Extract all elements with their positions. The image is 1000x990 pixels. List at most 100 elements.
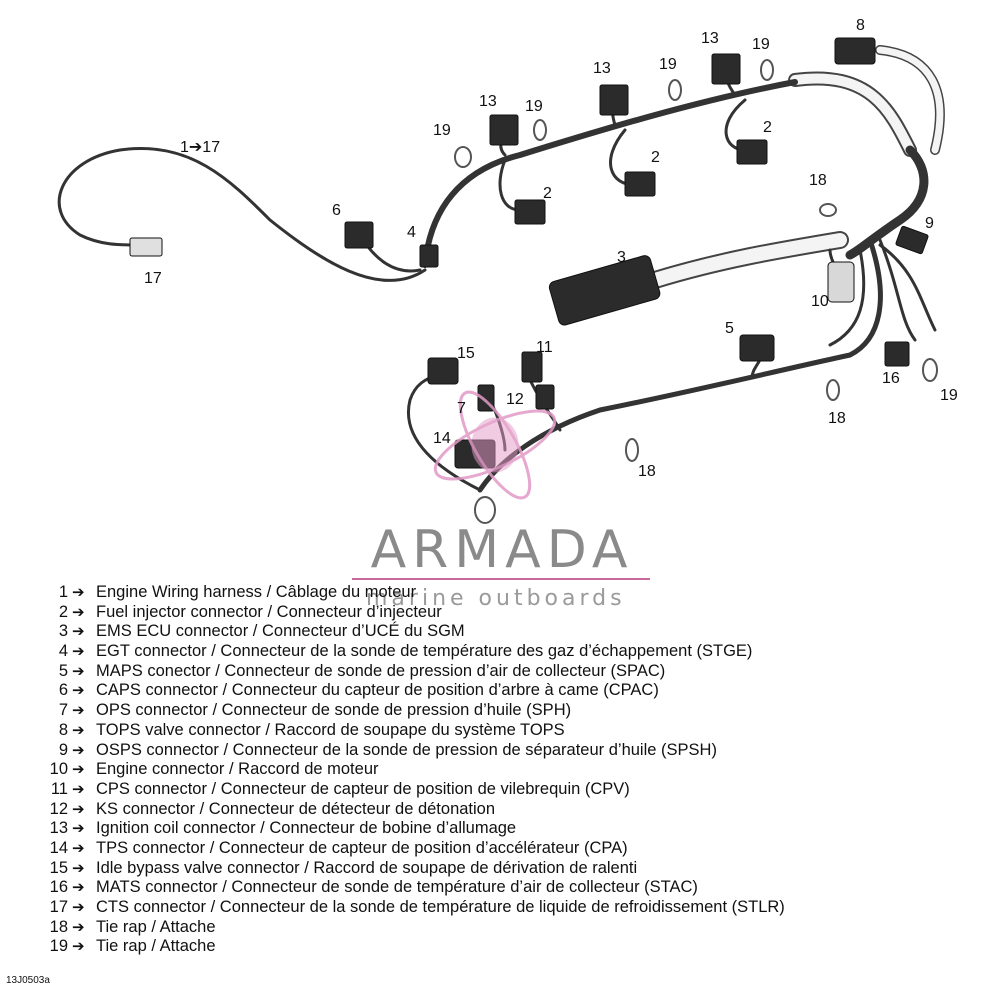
maps-connector (739, 334, 775, 362)
legend-number: 11 (50, 779, 68, 798)
callout-11: 11 (536, 339, 553, 356)
injector-connector-2 (624, 171, 656, 197)
legend-item: 19➔Tie rap / Attache (0, 937, 1000, 957)
legend-description: CAPS connector / Connecteur du capteur d… (96, 681, 659, 700)
tie-rap (533, 119, 547, 141)
tie-rap (922, 358, 938, 382)
ecu-connector (548, 255, 661, 326)
arrow-icon: ➔ (72, 603, 85, 621)
legend-item: 12➔KS connector / Connecteur de détecteu… (0, 800, 1000, 820)
coil-connector-1 (489, 114, 519, 146)
callout-19: 19 (752, 36, 770, 53)
legend-item: 3➔EMS ECU connector / Connecteur d’UCÉ d… (0, 622, 1000, 642)
legend-item: 1➔ Engine Wiring harness / Câblage du mot… (0, 583, 1000, 603)
tie-rap (760, 59, 774, 81)
callout-1-17: 1➔17 (180, 139, 220, 156)
mats-connector (884, 341, 910, 367)
legend-item: 18➔Tie rap / Attache (0, 918, 1000, 938)
arrow-icon: ➔ (72, 899, 85, 916)
legend-description: CTS connector / Connecteur de la sonde d… (96, 898, 785, 916)
legend-description: KS connector / Connecteur de détecteur d… (96, 799, 496, 818)
callout-3: 3 (617, 249, 626, 266)
tie-rap (668, 79, 682, 101)
callout-6: 6 (332, 202, 341, 219)
callout-2: 2 (543, 185, 552, 202)
tie-rap (826, 379, 840, 401)
connectors (129, 37, 929, 469)
arrow-icon: ➔ (72, 839, 85, 857)
legend-number: 7 (58, 701, 68, 720)
watermark-brand: ARMADA (370, 520, 634, 580)
legend-item: 6➔CAPS connector / Connecteur du capteur… (0, 681, 1000, 701)
idle-bypass-connector (427, 357, 459, 385)
legend-item: 13➔Ignition coil connector / Connecteur … (0, 819, 1000, 839)
legend-item: 8➔TOPS valve connector / Raccord de soup… (0, 721, 1000, 741)
legend-item: 7➔ OPS connector / Connecteur de sonde de… (0, 701, 1000, 721)
figure-code: 13J0503a (6, 975, 50, 986)
arrow-icon: ➔ (72, 938, 85, 956)
legend-number: 18 (49, 917, 68, 936)
tie-raps (454, 59, 938, 524)
legend-number: 6 (58, 681, 68, 700)
legend-description: OPS connector / Connecteur de sonde de p… (96, 701, 572, 720)
legend-description: TOPS valve connector / Raccord de soupap… (96, 720, 565, 739)
legend-number: 3 (58, 622, 68, 641)
callout-17: 17 (144, 270, 162, 287)
legend-item: 17➔CTS connector / Connecteur de la sond… (0, 898, 1000, 918)
parts-legend: 1➔Engine Wiring harness / Câblage du mot… (0, 583, 1000, 957)
callout-12: 12 (506, 391, 524, 408)
cps-connector (521, 351, 543, 383)
legend-number: 16 (49, 878, 68, 897)
callout-19: 19 (525, 98, 543, 115)
legend-item: 11➔CPS connector / Connecteur de capteur… (0, 780, 1000, 800)
legend-description: OSPS connector / Connecteur de la sonde … (96, 740, 717, 759)
engine-connector (827, 261, 855, 303)
callout-18: 18 (638, 463, 656, 480)
arrow-icon: ➔ (72, 820, 85, 838)
injector-connector-1 (514, 199, 546, 225)
legend-number: 19 (49, 937, 68, 956)
legend-item: 4➔EGT connector / Connecteur de la sonde… (0, 642, 1000, 662)
watermark-tagline: marine outboards (366, 586, 626, 611)
cts-connector (129, 237, 163, 257)
callout-8: 8 (856, 17, 865, 34)
arrow-icon: ➔ (72, 800, 85, 818)
callout-16: 16 (882, 370, 900, 387)
legend-description: Ignition coil connector / Connecteur de … (96, 819, 517, 838)
legend-description: EMS ECU connector / Connecteur d’UCÉ du … (96, 622, 465, 641)
arrow-icon: ➔ (72, 741, 85, 759)
legend-description: Engine connector / Raccord de moteur (96, 760, 379, 779)
tie-rap (454, 146, 472, 168)
watermark-divider (352, 578, 650, 580)
arrow-icon: ➔ (72, 918, 85, 936)
arrow-icon: ➔ (72, 702, 85, 720)
legend-number: 1 (58, 583, 68, 601)
legend-description: MATS connector / Connecteur de sonde de … (96, 878, 698, 897)
callout-14: 14 (433, 430, 451, 447)
tie-rap (625, 438, 639, 462)
callout-labels: 1➔17 2 2 2 3 4 5 6 7 8 9 10 11 12 13 13 … (144, 17, 958, 480)
legend-item: 5➔ MAPS conector / Connecteur de sonde de… (0, 662, 1000, 682)
callout-2: 2 (651, 149, 660, 166)
legend-description: MAPS conector / Connecteur de sonde de p… (96, 661, 666, 680)
legend-description: TPS connector / Connecteur de capteur de… (96, 838, 628, 857)
caps-connector (344, 221, 374, 249)
injector-connector-3 (736, 139, 768, 165)
legend-number: 5 (58, 661, 68, 680)
callout-15: 15 (457, 345, 475, 362)
legend-description: Fuel injector connector / Connecteur d’i… (96, 602, 442, 621)
legend-item: 9➔OSPS connector / Connecteur de la sond… (0, 741, 1000, 761)
callout-13: 13 (593, 60, 611, 77)
callout-5: 5 (725, 320, 734, 337)
legend-number: 8 (58, 720, 68, 739)
arrow-icon: ➔ (72, 879, 85, 897)
legend-description: CPS connector / Connecteur de capteur de… (96, 779, 630, 798)
coil-connector-3 (711, 53, 741, 85)
callout-19: 19 (659, 56, 677, 73)
legend-number: 15 (49, 858, 68, 877)
legend-description: Engine Wiring harness / Câblage du moteu… (96, 583, 417, 601)
arrow-icon: ➔ (72, 584, 85, 601)
arrow-icon: ➔ (72, 662, 85, 680)
callout-7: 7 (457, 400, 466, 417)
